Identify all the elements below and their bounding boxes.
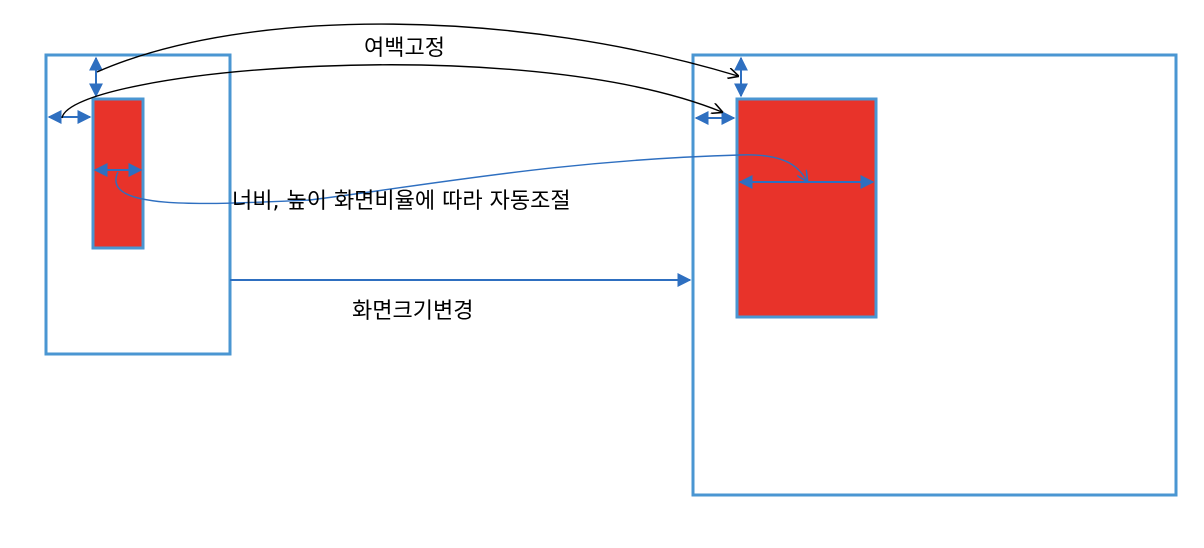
screen-resize-label: 화면크기변경 (352, 299, 473, 324)
large-content-block (735, 97, 878, 319)
large-screen-frame (691, 53, 1178, 497)
margin-fixed-curve-top (96, 23, 738, 76)
width-scale-curve (115, 154, 807, 205)
small-screen-frame (44, 53, 232, 356)
margin-fixed-label: 여백고정 (364, 36, 445, 61)
auto-adjust-label: 너비, 높이 화면비율에 따라 자동조절 (232, 189, 571, 214)
margin-fixed-curve-left (61, 64, 722, 119)
